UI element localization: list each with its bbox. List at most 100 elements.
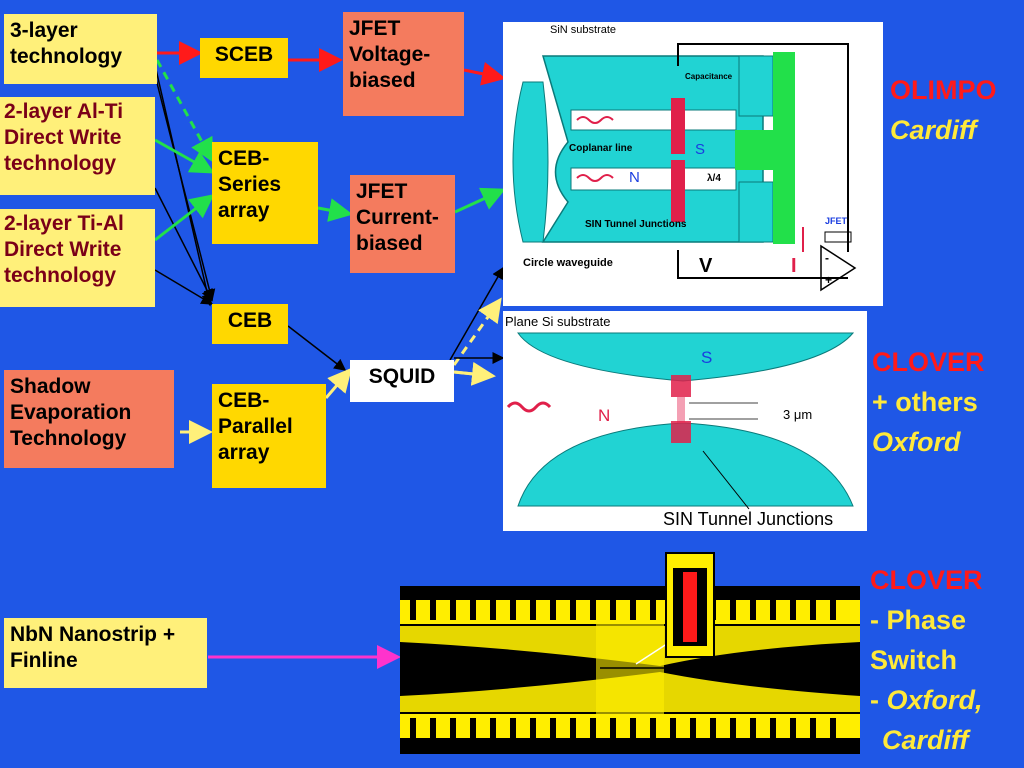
label-clover-2: CLOVER [870,565,983,595]
diagram-finline-panel [400,586,860,754]
tunnel-junctions-label: SIN Tunnel Junctions [585,219,687,230]
diagram-waveguide-panel: SiN substrate Capacitance Coplanar line … [503,22,883,306]
box-nbn-nanostrip: NbN Nanostrip + Finline [4,618,207,688]
rf-wave-icon [506,401,552,413]
box-squid: SQUID [350,360,454,402]
label-phase: Phase [886,605,967,635]
coplanar-bottom [570,167,737,191]
circle-waveguide [512,81,549,243]
arrow-alti-to-ceb-series [154,138,215,174]
amp-minus-label: - [825,251,829,265]
box-2-layer-tial-label: 2-layer Ti-Al Direct Write technology [4,212,124,287]
capacitance-block-bottom [738,181,774,243]
box-sceb-label: SCEB [214,43,274,66]
arrow-ceb-series-to-jfet-current [317,198,353,222]
box-jfet-current: JFET Current-biased [350,175,455,273]
box-jfet-voltage-label: JFET Voltage-biased [349,17,431,92]
label-clover-group-2: CLOVER - Phase Switch - Oxford, Cardiff [870,560,983,760]
coplanar-top [570,109,737,131]
voltage-label: V [699,255,713,277]
arrow-ceb-parallel-to-squid [324,367,352,399]
sin-substrate-label: SiN substrate [550,24,616,36]
finline-schematic [400,600,860,738]
arrow-jfet-voltage-to-diagram [463,62,506,86]
label-switch: Switch [870,645,958,675]
arrow-shadow-to-diagram2 [453,370,494,378]
circuit-wire-bottom [677,250,848,279]
junction-bridge [677,397,685,423]
arrow-squid-to-diagram1 [449,266,504,361]
plane-si-label: Plane Si substrate [505,314,611,329]
phase-switch-chip [665,552,715,658]
box-ceb-parallel-label: CEB-Parallel array [218,389,293,464]
jfet-resistor-icon [824,231,852,243]
label-clover-group-1: CLOVER + others Oxford [872,342,985,462]
s-label-2: S [701,348,712,367]
arrow-jfet-current-to-diagram [454,187,506,214]
junction-bottom [671,160,685,222]
finline-center-block [596,624,664,714]
label-phase-dash: - [870,605,887,635]
current-label: I [791,255,797,277]
circle-waveguide-label: Circle waveguide [523,257,613,269]
box-jfet-voltage: JFET Voltage-biased [343,12,464,116]
box-3-layer-technology: 3-layer technology [4,14,157,84]
waveguide-schematic: SiN substrate Capacitance Coplanar line … [512,24,857,292]
green-connector [735,130,795,170]
label-pointer [702,450,750,510]
box-2-layer-alti: 2-layer Al-Ti Direct Write technology [0,97,155,195]
gap-label: 3 μm [783,407,812,422]
box-2-layer-tial: 2-layer Ti-Al Direct Write technology [0,209,155,307]
label-oxford-2: Oxford, [886,685,983,715]
box-ceb-label: CEB [227,309,273,332]
label-oxford-1: Oxford [872,427,961,457]
lambda-label: λ/4 [707,173,721,184]
n-label-2: N [598,406,610,425]
phase-switch-chip-bar [683,572,697,642]
capacitance-label: Capacitance [685,72,733,81]
box-2-layer-alti-label: 2-layer Al-Ti Direct Write technology [4,100,124,175]
box-jfet-current-label: JFET Current-biased [356,180,439,255]
label-others: + others [872,387,978,417]
circuit-wire-top [677,43,849,252]
arrow-alti-to-ceb [154,187,213,302]
box-squid-label: SQUID [368,365,436,388]
junction-top-pad [671,375,691,397]
amplifier-icon [820,244,857,292]
arrow-ceb-to-squid [287,325,347,371]
box-ceb: CEB [212,304,288,344]
box-3-layer-label: 3-layer technology [10,19,123,68]
s-label: S [695,141,705,158]
coplanar-line-label: Coplanar line [569,143,633,154]
box-shadow-label: Shadow Evaporation Technology [10,375,132,450]
box-ceb-series-label: CEB-Series array [218,147,282,222]
label-cardiff-2: Cardiff [882,725,969,755]
waveguide-body [541,55,764,243]
box-ceb-parallel: CEB-Parallel array [212,384,326,488]
box-shadow-evaporation: Shadow Evaporation Technology [4,370,174,468]
box-ceb-series: CEB-Series array [212,142,318,244]
label-olimpo: OLIMPO [890,75,997,105]
label-oxford-dash: - [870,685,887,715]
tunnel-junctions-label-2: SIN Tunnel Junctions [663,509,833,529]
arrow-tial-to-ceb [154,269,214,305]
junction-bottom-pad [671,421,691,443]
arrow-3layer-to-ceb-2 [154,74,216,302]
box-nbn-label: NbN Nanostrip + Finline [10,623,176,672]
label-cardiff-1: Cardiff [890,115,977,145]
box-sceb: SCEB [200,38,288,78]
jfet-label: JFET [825,216,848,226]
amp-plus-label: + [825,273,832,287]
junction-schematic: Plane Si substrate S N 3 μm SIN Tunnel J… [505,314,855,529]
capacitance-block-top [738,55,774,117]
rf-wave-top [576,116,614,124]
rf-wave-bottom [576,174,614,182]
upper-antenna [517,332,855,382]
label-clover-1: CLOVER [872,347,985,377]
junction-top [671,98,685,154]
label-olimpo-group: OLIMPO Cardiff [890,70,997,150]
n-label: N [629,169,640,186]
diagram-junction-panel: Plane Si substrate S N 3 μm SIN Tunnel J… [503,311,867,531]
arrow-3layer-to-ceb-series [155,59,214,163]
